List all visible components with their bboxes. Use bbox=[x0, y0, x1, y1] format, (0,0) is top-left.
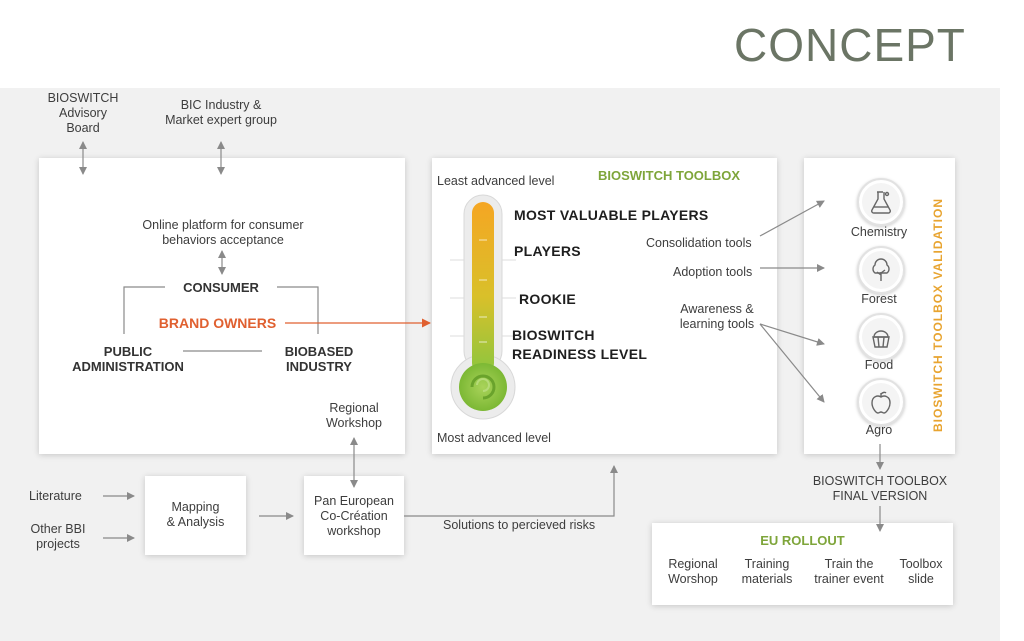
muffin-icon bbox=[857, 313, 905, 361]
biobased-industry-label: BIOBASED INDUSTRY bbox=[284, 344, 354, 374]
level-rookie: ROOKIE bbox=[519, 291, 577, 307]
rollout-item-training: Training materials bbox=[741, 557, 793, 586]
food-label: Food bbox=[864, 358, 894, 372]
co-creation-label: Pan European Co-Création workshop bbox=[314, 494, 394, 538]
most-advanced-label: Most advanced level bbox=[437, 431, 551, 445]
eu-rollout-panel bbox=[652, 523, 953, 605]
public-administration-label: PUBLIC ADMINISTRATION bbox=[72, 344, 184, 374]
level-players: PLAYERS bbox=[514, 243, 581, 259]
adoption-tools-label: Adoption tools bbox=[673, 265, 753, 279]
literature-label: Literature bbox=[29, 489, 82, 503]
tree-icon bbox=[857, 246, 905, 294]
validation-title: BIOSWITCH TOOLBOX VALIDATION bbox=[931, 198, 945, 432]
rollout-item-trainer-event: Train the trainer event bbox=[814, 557, 884, 586]
advisory-board-label: BIOSWITCH Advisory Board bbox=[47, 91, 119, 135]
chemistry-label: Chemistry bbox=[850, 225, 908, 239]
expert-group-label: BIC Industry & Market expert group bbox=[165, 98, 277, 127]
agro-label: Agro bbox=[865, 423, 893, 437]
co-creation-box bbox=[304, 476, 404, 555]
online-platform-label: Online platform for consumer behaviors a… bbox=[142, 218, 304, 247]
final-version-label: BIOSWITCH TOOLBOX FINAL VERSION bbox=[812, 474, 948, 503]
regional-workshop-label: Regional Workshop bbox=[325, 401, 383, 430]
other-bbi-label: Other BBI projects bbox=[30, 522, 86, 551]
rollout-item-toolbox-slide: Toolbox slide bbox=[899, 557, 943, 586]
stakeholder-panel bbox=[39, 158, 405, 454]
toolbox-title: BIOSWITCH TOOLBOX bbox=[598, 168, 741, 183]
brand-owners-label: BRAND OWNERS bbox=[158, 315, 277, 331]
consolidation-tools-label: Consolidation tools bbox=[646, 236, 752, 250]
eu-rollout-title: EU ROLLOUT bbox=[760, 533, 845, 548]
apple-icon bbox=[857, 378, 905, 426]
forest-label: Forest bbox=[861, 292, 897, 306]
page-title: CONCEPT bbox=[734, 19, 966, 71]
thermometer-graphic bbox=[450, 194, 516, 420]
awareness-tools-label: Awareness & learning tools bbox=[679, 302, 755, 331]
solutions-label: Solutions to percieved risks bbox=[443, 518, 596, 532]
chemistry-icon bbox=[857, 178, 905, 226]
least-advanced-label: Least advanced level bbox=[437, 174, 555, 188]
rollout-item-regional: Regional Worshop bbox=[668, 557, 718, 586]
mapping-label: Mapping & Analysis bbox=[166, 500, 225, 529]
level-most-valuable-players: MOST VALUABLE PLAYERS bbox=[514, 207, 709, 223]
consumer-label: CONSUMER bbox=[183, 280, 259, 295]
level-readiness: BIOSWITCH READINESS LEVEL bbox=[512, 327, 648, 362]
mapping-box bbox=[145, 476, 246, 555]
